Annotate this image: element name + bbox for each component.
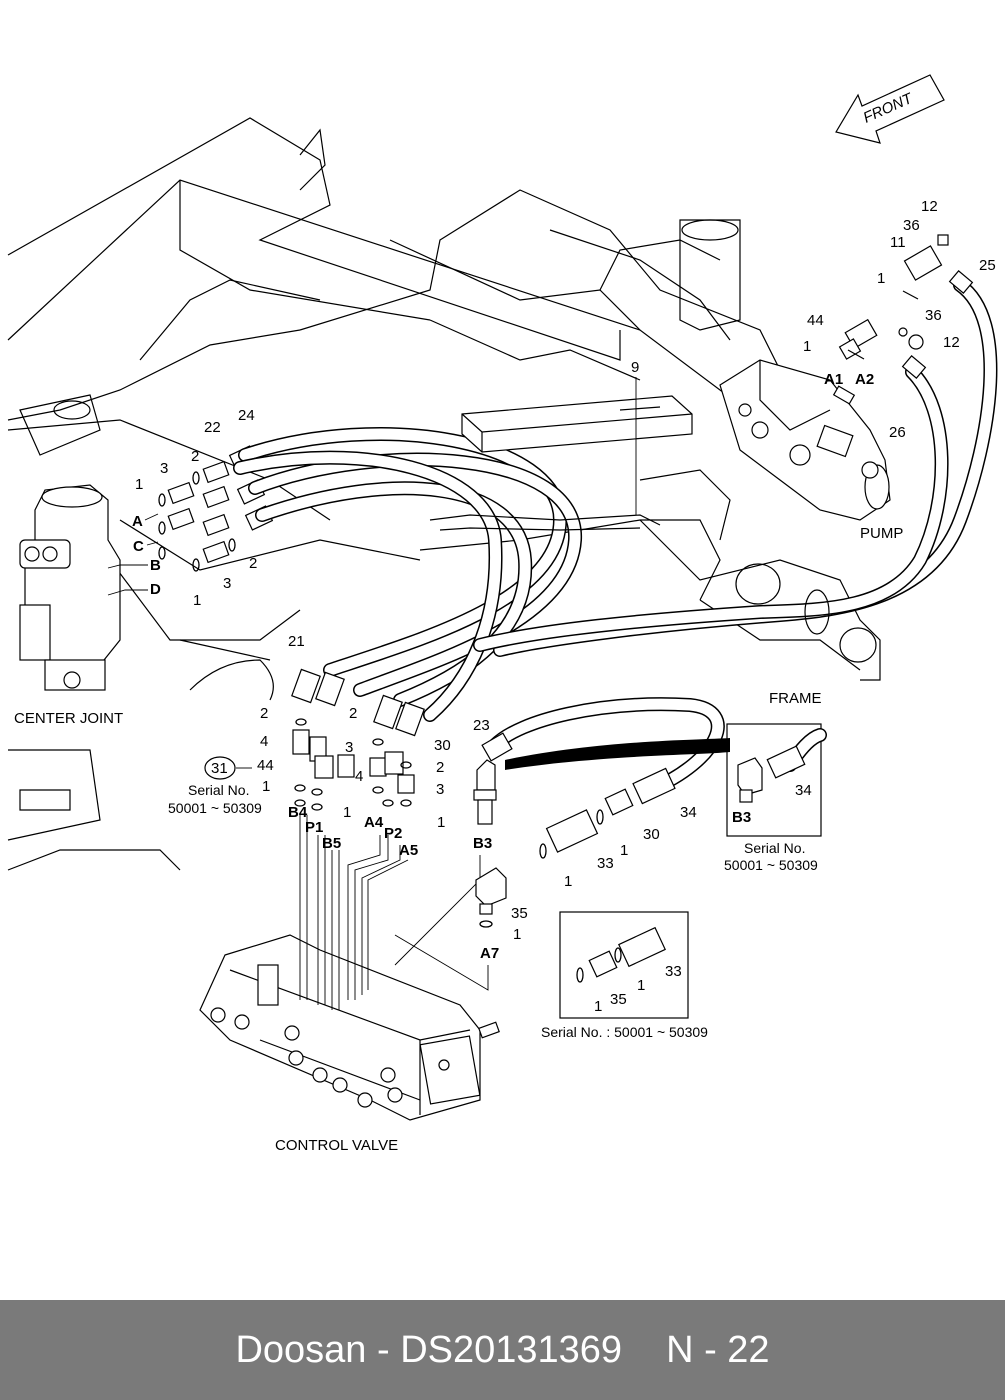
port-label-a: A [132,513,143,530]
part-number-21: 21 [288,633,305,650]
serial-note-bottom: Serial No. : 50001 ~ 50309 [541,1024,708,1040]
center-joint-caption: CENTER JOINT [14,710,123,727]
part-number-9: 9 [631,359,639,376]
port-label-b5: B5 [322,835,341,852]
part-number-37b: 36 [925,307,942,324]
part-number-3d: 3 [436,781,444,798]
part-number-1g: 1 [437,814,445,831]
footer-page-number: N - 22 [666,1328,770,1371]
part-number-2c: 2 [260,705,268,722]
front-arrow: FRONT [835,74,945,144]
port-label-a2: A2 [855,371,874,388]
part-number-4a: 4 [260,733,268,750]
control-valve [199,934,500,1121]
part-number-1i: 1 [564,873,572,890]
port-label-b3: B3 [473,835,492,852]
part-number-1h: 1 [620,842,628,859]
part-number-1c: 1 [877,270,885,287]
part-number-1j: 1 [513,926,521,943]
part-number-37a: 36 [903,217,920,234]
part-number-4b: 4 [355,768,363,785]
part-number-1a: 1 [135,476,143,493]
part-number-44: 44 [257,757,274,774]
port-label-a1: A1 [824,371,843,388]
part-number-34a: 34 [680,804,697,821]
control-valve-caption: CONTROL VALVE [275,1137,398,1154]
part-number-12b: 12 [943,334,960,351]
serial-note-left-label: Serial No. [188,782,249,798]
part-number-22: 22 [204,419,221,436]
serial-notes: Serial No. 50001 ~ 50309 Serial No. 5000… [168,782,818,1040]
part-number-31: 31 [211,760,228,777]
port-label-a4: A4 [364,814,384,831]
part-number-43: 44 [807,312,824,329]
serial-note-right-label: Serial No. [744,840,805,856]
detail-box-adapter [559,911,689,1019]
port-label-b4: B4 [288,804,308,821]
hydraulic-piping-diagram: FRONT [7,74,998,1154]
part-number-36: 35 [610,991,627,1008]
part-number-24: 24 [238,407,255,424]
part-number-1b: 1 [193,592,201,609]
part-number-25: 25 [979,257,996,274]
frame-caption: FRAME [769,690,822,707]
part-numbers: 1 1 3 3 2 2 22 24 9 12 12 36 36 11 1 25 … [135,198,996,1015]
detail-box-b3 [726,723,827,837]
part-number-26: 26 [889,424,906,441]
pump [719,359,891,521]
port-label-b3-detail: B3 [732,809,751,826]
part-number-1k: 1 [637,977,645,994]
part-number-33b: 33 [665,963,682,980]
pump-fittings [838,234,974,379]
part-number-2d: 2 [349,705,357,722]
part-number-30b: 30 [643,826,660,843]
bracket-9 [461,395,693,453]
part-number-2a: 2 [191,448,199,465]
part-number-30a: 30 [434,737,451,754]
port-label-p1: P1 [305,819,323,836]
footer-bar: Doosan - DS20131369 N - 22 [0,1300,1005,1400]
part-number-23: 23 [473,717,490,734]
part-number-3b: 3 [223,575,231,592]
port-label-b: B [150,557,161,574]
footer-brand-part-number: Doosan - DS20131369 [235,1328,623,1371]
part-number-34b: 34 [795,782,812,799]
serial-note-left-range: 50001 ~ 50309 [168,800,262,816]
frame-drawing [7,117,881,871]
port-label-d: D [150,581,161,598]
pump-hoses [429,278,998,657]
port-label-c: C [133,538,144,555]
port-label-p2: P2 [384,825,402,842]
part-number-12a: 12 [921,198,938,215]
center-joint-hoses [233,427,583,722]
part-number-1l: 1 [594,998,602,1015]
part-number-1d: 1 [803,338,811,355]
part-number-1f: 1 [343,804,351,821]
part-number-3a: 3 [160,460,168,477]
part-number-11: 11 [890,234,906,251]
part-number-2e: 2 [436,759,444,776]
port-labels: A C B D A1 A2 B3 B3 B4 B5 P1 P2 A4 A5 A7 [107,371,874,962]
serial-note-right-range: 50001 ~ 50309 [724,857,818,873]
part-number-2b: 2 [249,555,257,572]
port-label-a5: A5 [399,842,418,859]
b3-hose [473,697,730,825]
part-number-35: 35 [511,905,528,922]
b3-side-parts [475,767,676,928]
pump-caption: PUMP [860,525,903,542]
valve-fittings [291,668,425,811]
part-number-3c: 3 [345,739,353,756]
center-joint [19,484,121,691]
part-number-1e: 1 [262,778,270,795]
port-label-a7: A7 [480,945,499,962]
part-number-33a: 33 [597,855,614,872]
